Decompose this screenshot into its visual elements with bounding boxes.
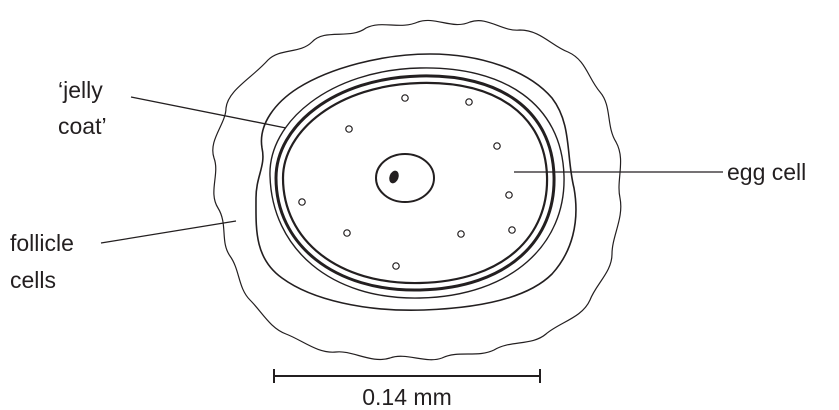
granule bbox=[457, 230, 465, 238]
nucleolus bbox=[389, 170, 399, 184]
granule bbox=[465, 98, 473, 106]
granule bbox=[493, 142, 501, 150]
granule bbox=[345, 125, 353, 133]
granule bbox=[343, 229, 351, 237]
granule bbox=[401, 94, 409, 102]
egg-cell-membrane-inner bbox=[281, 81, 549, 285]
jelly-coat-label-line2: coat’ bbox=[58, 113, 107, 139]
jelly-coat-label-line1: ‘jelly bbox=[58, 77, 103, 103]
nucleus bbox=[375, 153, 435, 203]
granule bbox=[298, 198, 306, 206]
cytoplasm-granules bbox=[298, 94, 516, 270]
egg-cell-label: egg cell bbox=[727, 159, 806, 185]
scale-bar bbox=[273, 369, 541, 383]
granule bbox=[508, 226, 516, 234]
follicle-cells-leader-line bbox=[100, 220, 237, 244]
scale-bar-label: 0.14 mm bbox=[362, 384, 451, 410]
granule bbox=[392, 262, 400, 270]
follicle-cells-label-line2: cells bbox=[10, 267, 56, 293]
jelly-coat-inner bbox=[269, 67, 565, 299]
granule bbox=[505, 191, 513, 199]
jelly-coat-outer bbox=[255, 53, 577, 312]
follicle-cells-outline bbox=[212, 19, 622, 361]
egg-cell-membrane-outer bbox=[274, 74, 556, 292]
follicle-cells-label-line1: follicle bbox=[10, 230, 74, 256]
jelly-coat-leader-line bbox=[130, 96, 287, 129]
